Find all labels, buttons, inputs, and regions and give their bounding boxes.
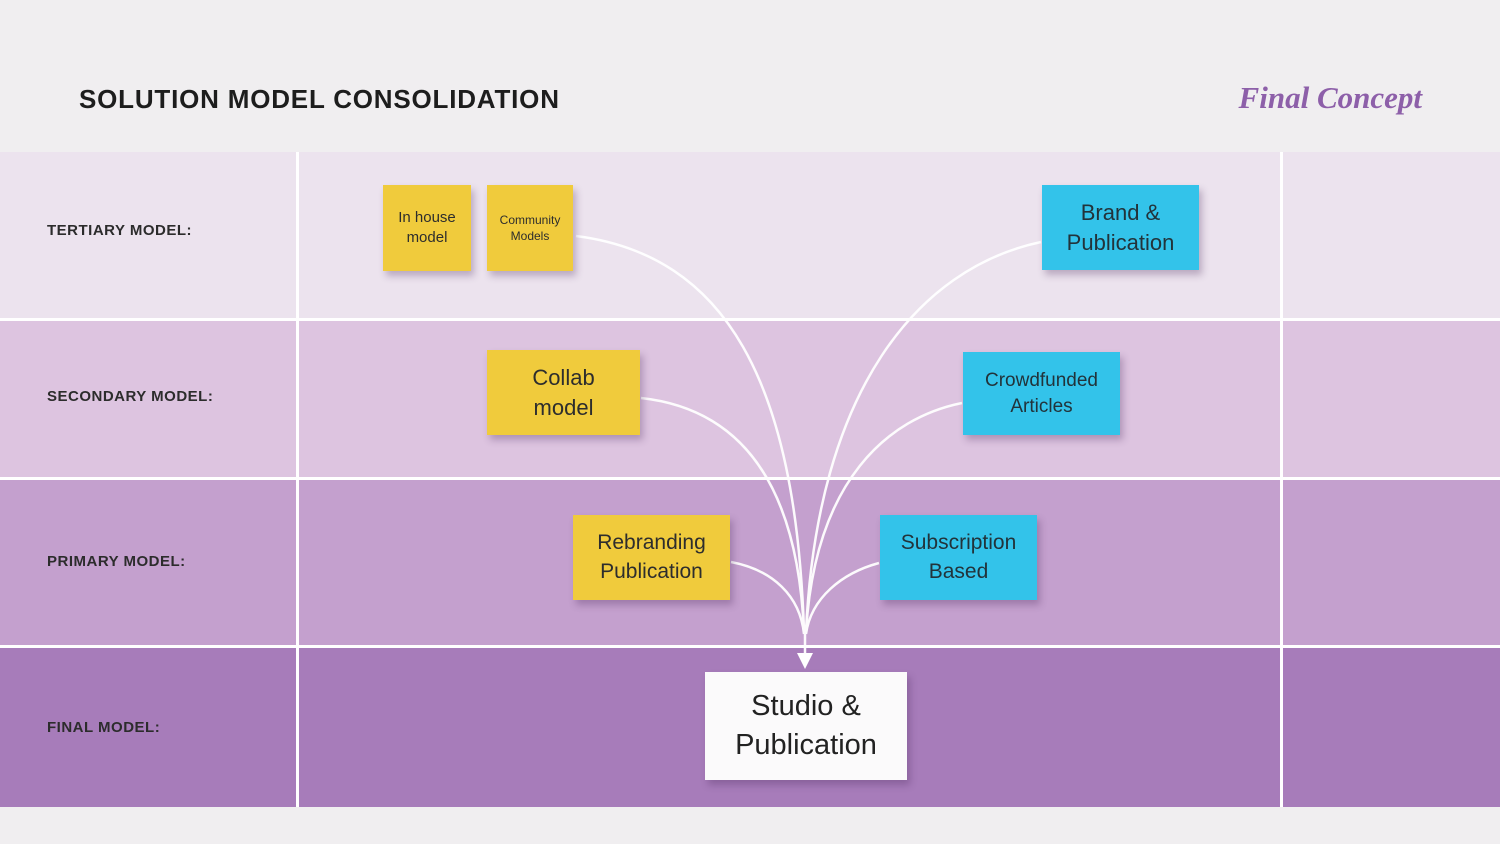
sticky-note-community-models[interactable]: Community Models — [487, 185, 573, 271]
band-tertiary-model — [0, 152, 1500, 318]
row-label-tertiary: TERTIARY MODEL: — [47, 222, 192, 239]
sticky-note-rebranding-publication[interactable]: Rebranding Publication — [573, 515, 730, 600]
row-divider — [0, 477, 1500, 480]
row-divider — [0, 318, 1500, 321]
row-divider — [0, 645, 1500, 648]
sticky-note-studio-publication[interactable]: Studio & Publication — [705, 672, 907, 780]
row-label-primary: PRIMARY MODEL: — [47, 553, 186, 570]
row-label-secondary: SECONDARY MODEL: — [47, 388, 214, 405]
row-label-final: FINAL MODEL: — [47, 719, 161, 736]
band-secondary-model — [0, 321, 1500, 477]
sticky-note-subscription-based[interactable]: Subscription Based — [880, 515, 1037, 600]
sticky-note-crowdfunded-articles[interactable]: Crowdfunded Articles — [963, 352, 1120, 435]
final-concept-label: Final Concept — [1238, 80, 1422, 115]
sticky-note-in-house-model[interactable]: In house model — [383, 185, 471, 271]
sticky-note-collab-model[interactable]: Collab model — [487, 350, 640, 435]
column-divider — [1280, 152, 1283, 807]
band-primary-model — [0, 480, 1500, 645]
page-title: SOLUTION MODEL CONSOLIDATION — [79, 84, 560, 114]
sticky-note-brand-publication[interactable]: Brand & Publication — [1042, 185, 1199, 270]
column-divider — [296, 152, 299, 807]
